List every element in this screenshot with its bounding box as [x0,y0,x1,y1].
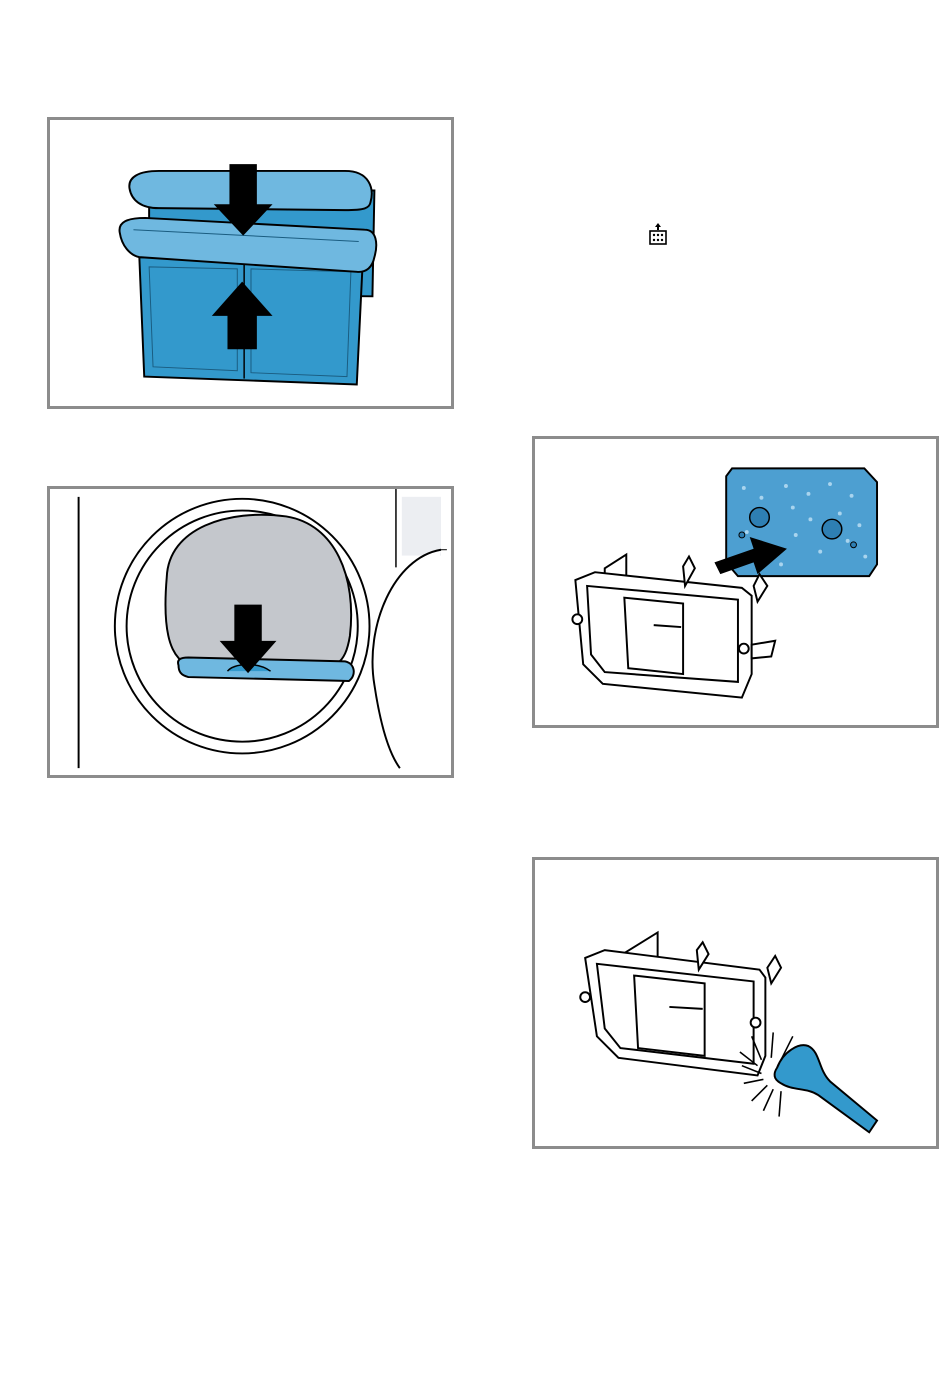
filter-closing-illustration [50,120,451,406]
door-filter-illustration [50,489,451,775]
brush-cleaning-illustration [535,860,936,1146]
figure-filter-insert-door [47,486,454,778]
figure-fine-filter-insert [532,436,939,728]
brush-icon [775,1045,877,1132]
figure-filter-closing [47,117,454,409]
figure-filter-brush-clean [532,857,939,1149]
filter-frame [580,932,781,1075]
filter-maintenance-icon [648,223,668,245]
fine-filter-illustration [535,439,936,725]
